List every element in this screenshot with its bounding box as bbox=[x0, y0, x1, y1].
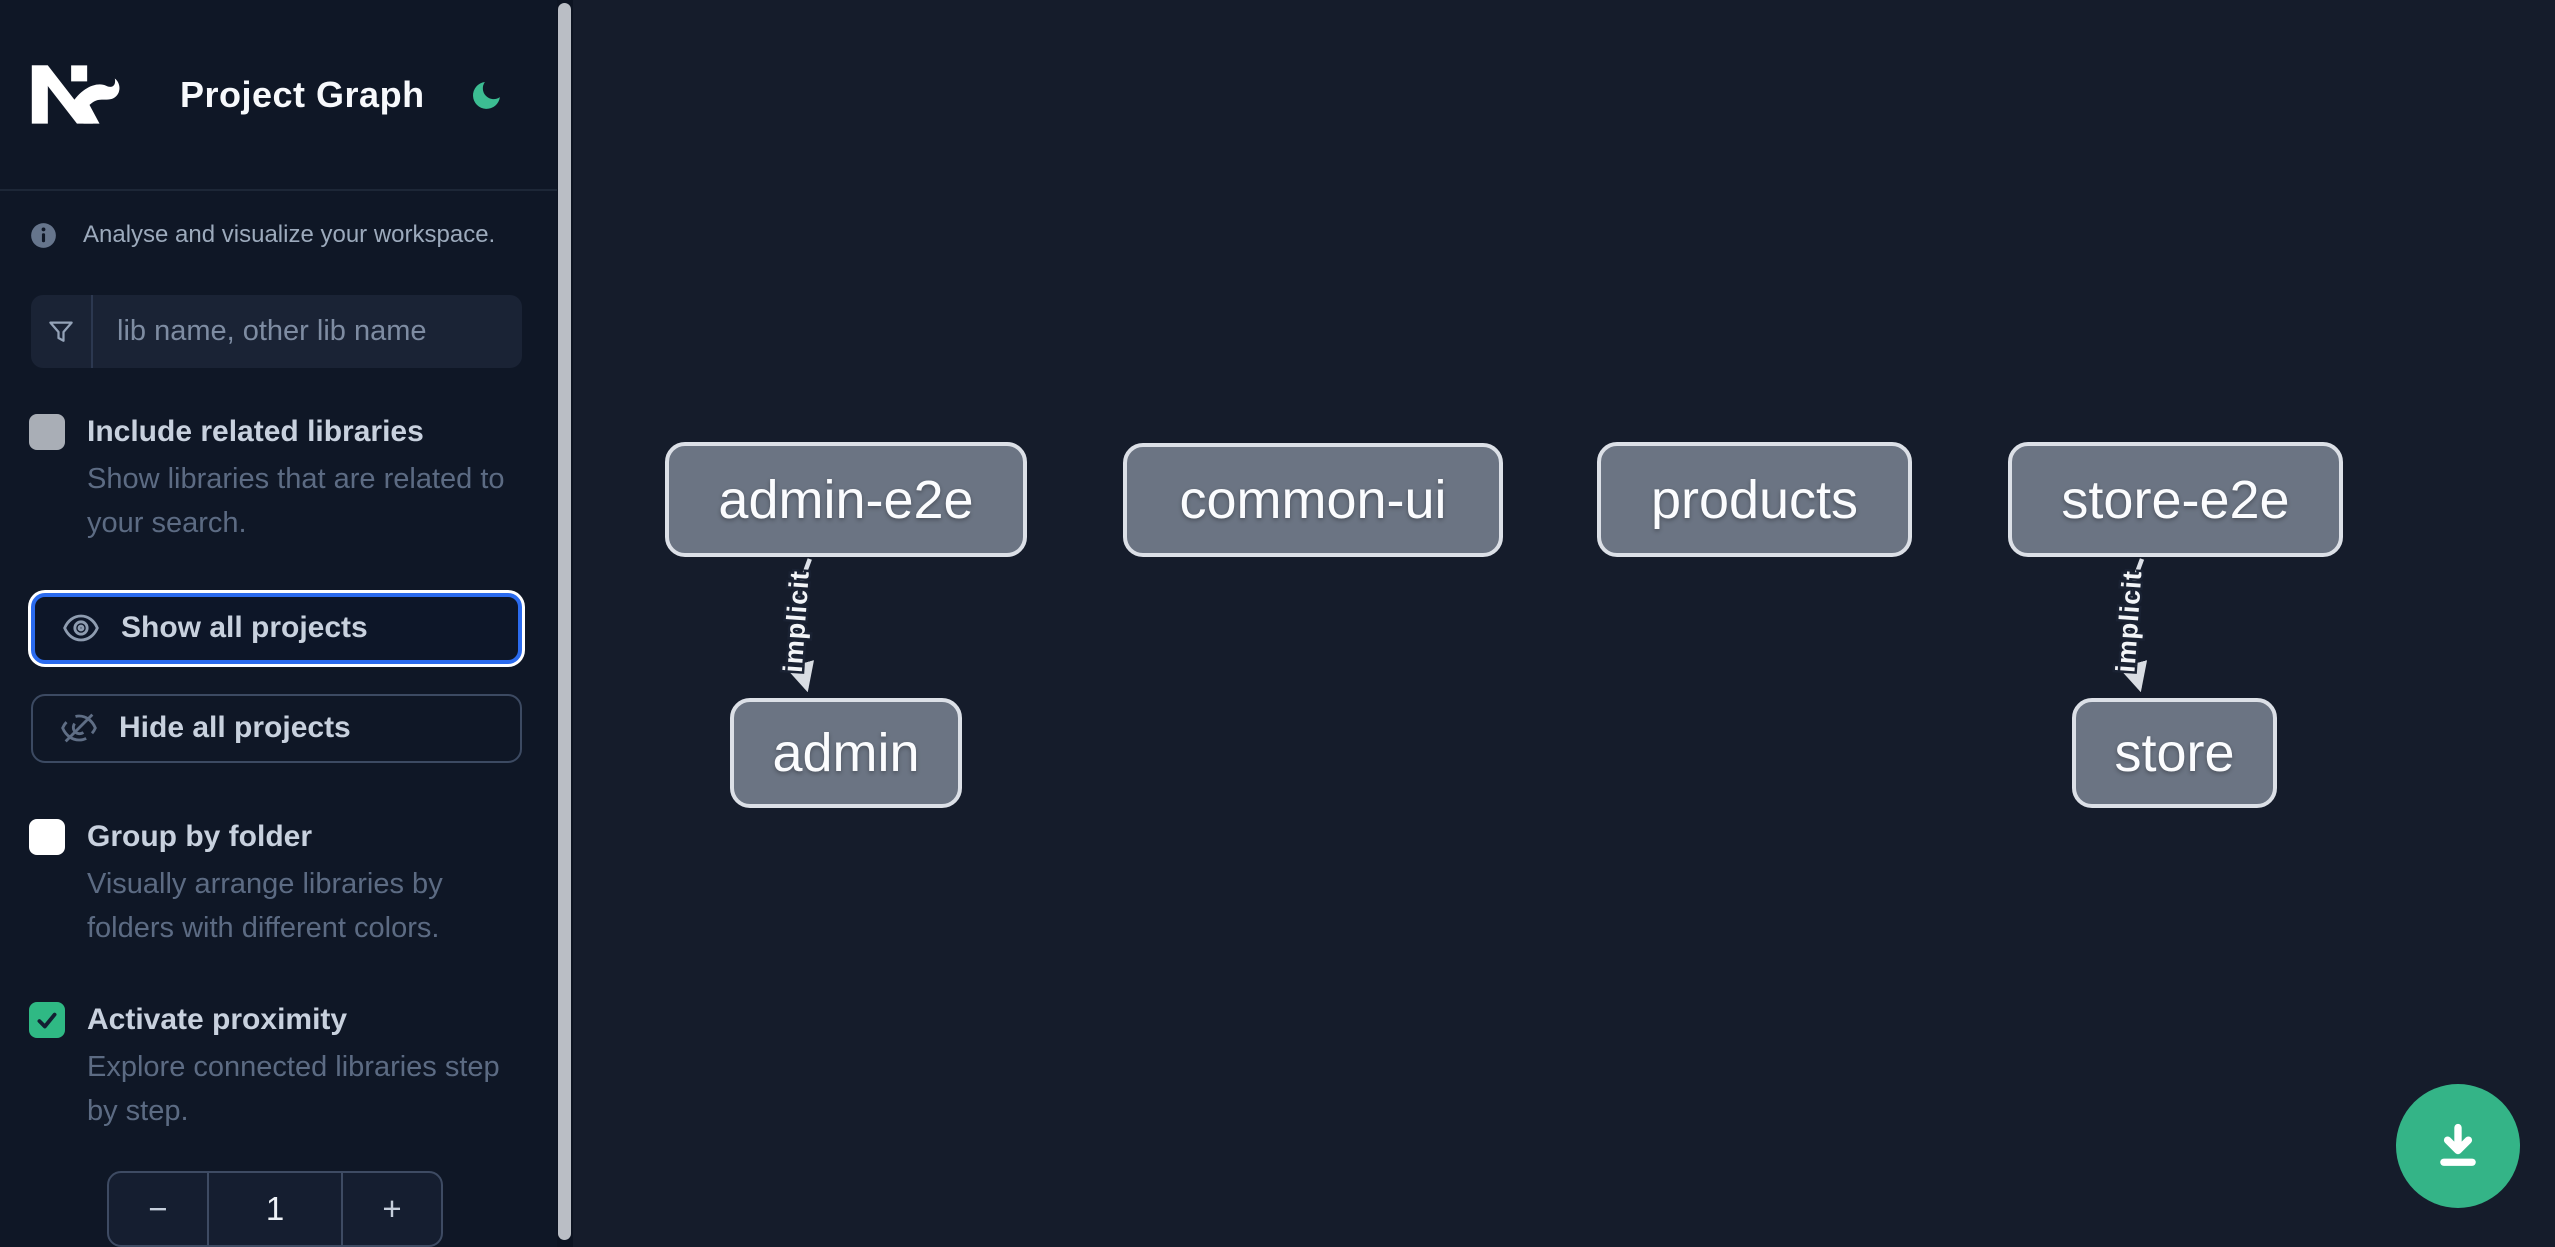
sidebar-header: Project Graph bbox=[0, 0, 557, 191]
moon-icon bbox=[473, 81, 500, 109]
activate-proximity-checkbox[interactable] bbox=[29, 1002, 65, 1039]
theme-toggle-button[interactable] bbox=[467, 75, 507, 115]
nx-logo-icon bbox=[27, 61, 124, 128]
group-by-folder-control: Group by folder Visually arrange librari… bbox=[29, 817, 517, 950]
tagline-text: Analyse and visualize your workspace. bbox=[83, 221, 496, 248]
include-related-description: Show libraries that are related to your … bbox=[87, 463, 505, 540]
sidebar-scrollbar bbox=[557, 0, 573, 1247]
edge-label: implicit bbox=[2110, 569, 2147, 673]
proximity-increment-button[interactable]: + bbox=[343, 1173, 441, 1245]
activate-proximity-control: Activate proximity Explore connected lib… bbox=[29, 1000, 517, 1133]
graph-node-store[interactable]: store bbox=[2072, 698, 2277, 808]
edge-admin-e2e-admin bbox=[785, 558, 814, 693]
edge-label: implicit bbox=[778, 569, 815, 673]
graph-canvas[interactable]: implicit implicit admin-e2e common-ui produ… bbox=[573, 0, 2555, 1247]
search-input[interactable] bbox=[93, 295, 522, 369]
group-by-folder-label: Group by folder bbox=[87, 820, 312, 854]
eye-off-icon bbox=[61, 714, 97, 743]
include-related-label: Include related libraries bbox=[87, 415, 424, 449]
info-icon bbox=[31, 222, 56, 248]
hide-all-projects-button[interactable]: Hide all projects bbox=[31, 693, 522, 764]
include-related-checkbox[interactable] bbox=[29, 414, 65, 451]
filter-funnel-icon bbox=[31, 295, 93, 369]
graph-node-common-ui[interactable]: common-ui bbox=[1123, 443, 1503, 557]
proximity-depth-stepper: − 1 + bbox=[107, 1171, 443, 1247]
save-image-button[interactable] bbox=[2396, 1084, 2520, 1208]
graph-node-admin-e2e[interactable]: admin-e2e bbox=[665, 442, 1027, 557]
search-box bbox=[31, 295, 522, 369]
tagline-row: Analyse and visualize your workspace. bbox=[30, 221, 521, 249]
graph-node-admin[interactable]: admin bbox=[730, 698, 962, 808]
sidebar-scrollbar-thumb[interactable] bbox=[558, 3, 571, 1240]
eye-icon bbox=[63, 615, 99, 642]
activate-proximity-label: Activate proximity bbox=[87, 1003, 348, 1037]
proximity-decrement-button[interactable]: − bbox=[109, 1173, 207, 1245]
group-by-folder-description: Visually arrange libraries by folders wi… bbox=[87, 868, 443, 945]
check-icon bbox=[37, 1013, 57, 1029]
page-title: Project Graph bbox=[180, 73, 425, 115]
download-icon bbox=[2440, 1123, 2476, 1166]
graph-node-products[interactable]: products bbox=[1597, 442, 1912, 557]
group-by-folder-checkbox[interactable] bbox=[29, 819, 65, 856]
graph-node-store-e2e[interactable]: store-e2e bbox=[2008, 442, 2343, 557]
edge-layer: implicit implicit bbox=[775, 558, 2150, 693]
edge-store-e2e-store bbox=[2118, 558, 2148, 693]
hide-all-projects-label: Hide all projects bbox=[119, 711, 351, 745]
sidebar: Project Graph Analyse and visualize your… bbox=[0, 0, 557, 1247]
activate-proximity-description: Explore connected libraries step by step… bbox=[87, 1051, 500, 1128]
show-all-projects-button[interactable]: Show all projects bbox=[31, 593, 522, 664]
proximity-depth-value: 1 bbox=[207, 1173, 343, 1245]
show-all-projects-label: Show all projects bbox=[121, 611, 368, 645]
include-related-control: Include related libraries Show libraries… bbox=[29, 412, 517, 545]
